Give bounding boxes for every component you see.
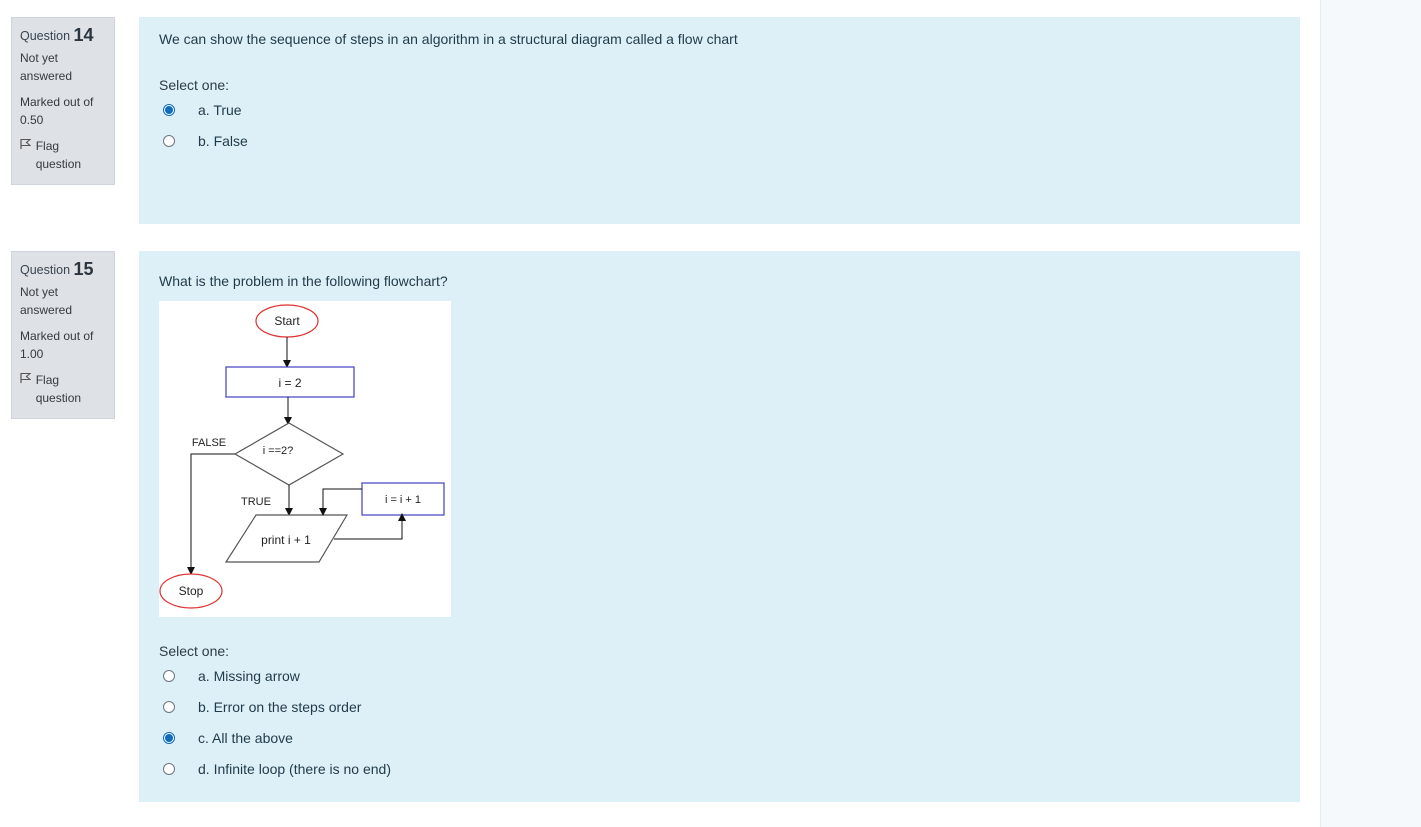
increment-process-box <box>361 482 445 516</box>
select-one-prompt: Select one: <box>159 643 230 659</box>
radio-button[interactable] <box>163 701 175 713</box>
flag-question-link[interactable]: Flag question <box>20 137 106 173</box>
radio-button[interactable] <box>163 763 175 775</box>
start-label: Start <box>274 314 300 328</box>
condition-label: i ==2? <box>263 445 294 457</box>
flag-icon <box>20 137 32 173</box>
question-number: Question 14 <box>20 25 94 45</box>
radio-button-selected[interactable] <box>163 104 175 116</box>
init-label: i = 2 <box>278 376 301 390</box>
arrow-increment-loop <box>319 488 362 516</box>
select-one-prompt: Select one: <box>159 77 230 93</box>
output-io-box <box>224 514 349 563</box>
option-label: b. False <box>198 133 248 149</box>
output-label: print i + 1 <box>261 533 311 547</box>
question-content-q14: We can show the sequence of steps in an … <box>139 17 1300 224</box>
option-label: c. All the above <box>198 730 293 746</box>
false-label: FALSE <box>192 437 226 449</box>
question-info-q14: Question 14 Not yet answered Marked out … <box>11 17 115 185</box>
flowchart-diagram: Start i = 2 i ==2? FALSE TRUE print i + … <box>159 304 445 609</box>
option-label: d. Infinite loop (there is no end) <box>198 761 392 777</box>
option-infinite-loop[interactable]: d. Infinite loop (there is no end) <box>163 759 391 779</box>
flag-question-link[interactable]: Flag question <box>20 371 106 407</box>
question-text: We can show the sequence of steps in an … <box>159 31 738 47</box>
question-content-q15: What is the problem in the following flo… <box>139 251 1300 802</box>
flag-label: Flag question <box>35 139 82 171</box>
question-state: Not yet answered <box>20 51 73 83</box>
question-info-q15: Question 15 Not yet answered Marked out … <box>11 251 115 419</box>
flowchart-image: Start i = 2 i ==2? FALSE TRUE print i + … <box>159 301 451 617</box>
true-label: TRUE <box>241 496 271 508</box>
arrow-output-to-increment <box>334 513 406 540</box>
question-state: Not yet answered <box>20 285 73 317</box>
question-grade: Marked out of 1.00 <box>20 329 94 361</box>
radio-button-selected[interactable] <box>163 732 175 744</box>
radio-button[interactable] <box>163 135 175 147</box>
flag-label: Flag question <box>35 373 82 405</box>
option-label: b. Error on the steps order <box>198 699 362 715</box>
option-missing-arrow[interactable]: a. Missing arrow <box>163 666 300 686</box>
question-text: What is the problem in the following flo… <box>159 273 448 289</box>
option-false[interactable]: b. False <box>163 131 248 151</box>
option-error-steps-order[interactable]: b. Error on the steps order <box>163 697 361 717</box>
question-number: Question 15 <box>20 259 94 279</box>
stop-terminal <box>159 573 223 609</box>
flag-icon <box>20 371 32 407</box>
option-label: a. True <box>198 102 242 118</box>
option-all-the-above[interactable]: c. All the above <box>163 728 293 748</box>
init-process-box <box>225 366 355 398</box>
right-drawer-panel <box>1320 0 1421 827</box>
increment-label: i = i + 1 <box>385 494 421 506</box>
arrow-false-to-stop <box>187 453 235 575</box>
option-label: a. Missing arrow <box>198 668 300 684</box>
radio-button[interactable] <box>163 670 175 682</box>
question-grade: Marked out of 0.50 <box>20 95 94 127</box>
stop-label: Stop <box>179 584 204 598</box>
option-true[interactable]: a. True <box>163 100 242 120</box>
